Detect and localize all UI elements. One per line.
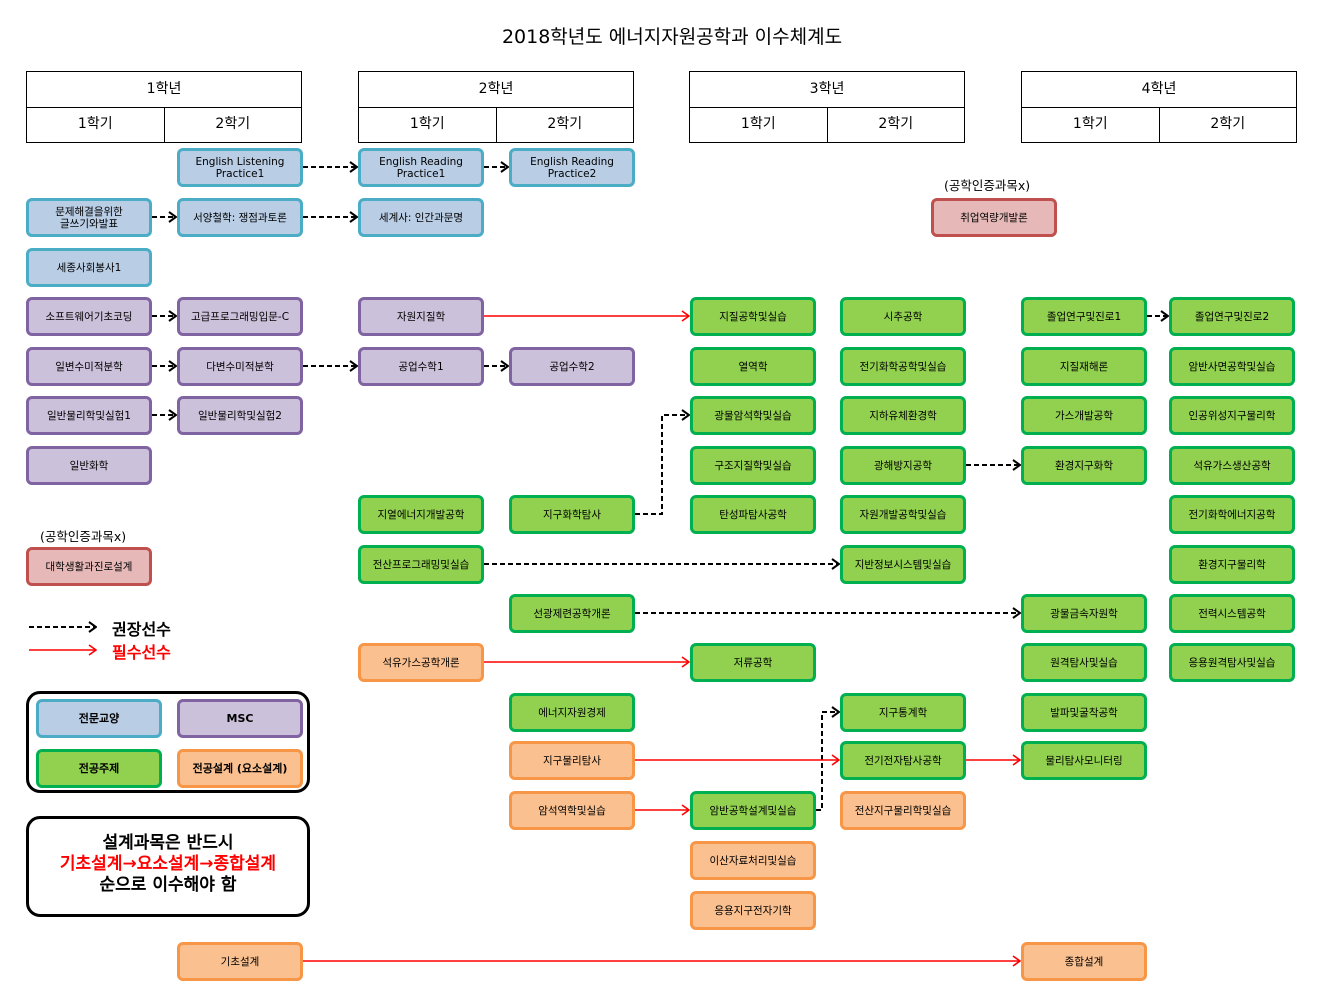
course-box: 기초설계 (177, 942, 303, 981)
course-box: 시추공학 (840, 297, 966, 336)
course-box: 물리탐사모니터링 (1021, 741, 1147, 780)
course-box: 전산프로그래밍및실습 (358, 545, 484, 584)
course-box: 광물금속자원학 (1021, 594, 1147, 633)
course-box: 지구물리탐사 (509, 741, 635, 780)
course-box: 저류공학 (690, 643, 816, 682)
year-label: 4학년 (1022, 72, 1296, 108)
semester-label: 2학기 (215, 116, 251, 132)
year-label: 3학년 (690, 72, 964, 108)
course-box: 광해방지공학 (840, 446, 966, 485)
year-label: 1학년 (27, 72, 301, 108)
course-box: 응용원격탐사및실습 (1169, 643, 1295, 682)
course-box: 전기화학에너지공학 (1169, 495, 1295, 534)
course-box: 암석역학및실습 (509, 791, 635, 830)
design-rule-note: 설계과목은 반드시 기초설계→요소설계→종합설계 순으로 이수해야 함 (26, 816, 310, 917)
course-box: 인공위성지구물리학 (1169, 396, 1295, 435)
year-label: 2학년 (359, 72, 633, 108)
rule-line: 순으로 이수해야 함 (99, 875, 237, 895)
non-cert-note: (공학인증과목x) (944, 178, 1031, 193)
course-box: 지질공학및실습 (690, 297, 816, 336)
course-box: 광물암석학및실습 (690, 396, 816, 435)
course-box: 전력시스템공학 (1169, 594, 1295, 633)
course-box: 서양철학: 쟁점과토론 (177, 198, 303, 237)
semester-label: 2학기 (547, 116, 583, 132)
year-header-2: 2학년 1학기 2학기 (358, 71, 634, 143)
course-box: 다변수미적분학 (177, 347, 303, 386)
course-box: 선광제련공학개론 (509, 594, 635, 633)
recommended-arrow (816, 712, 839, 811)
semester-label: 1학기 (27, 108, 165, 143)
rule-line: 설계과목은 반드시 (102, 833, 234, 853)
course-box: 탄성파탐사공학 (690, 495, 816, 534)
year-header-4: 4학년 1학기 2학기 (1021, 71, 1297, 143)
legend-required-label: 필수선수 (112, 643, 171, 662)
course-box: 환경지구화학 (1021, 446, 1147, 485)
non-cert-note: (공학인증과목x) (40, 529, 127, 544)
page-title: 2018학년도 에너지자원공학과 이수체계도 (501, 26, 843, 48)
course-box: 응용지구전자기학 (690, 891, 816, 930)
course-box: 취업역량개발론 (931, 198, 1057, 237)
semester-label: 1학기 (690, 108, 828, 143)
legend-msc: MSC (177, 699, 303, 738)
course-box: 암반사면공학및실습 (1169, 347, 1295, 386)
course-box: 전산지구물리학및실습 (840, 791, 966, 830)
course-box: 지질재해론 (1021, 347, 1147, 386)
course-box: 전기화학공학및실습 (840, 347, 966, 386)
course-box: English Listening Practice1 (177, 148, 303, 187)
course-box: English Reading Practice2 (509, 148, 635, 187)
course-box: 지열에너지개발공학 (358, 495, 484, 534)
course-box: 지구화학탐사 (509, 495, 635, 534)
semester-label: 1학기 (359, 108, 497, 143)
course-box: 세종사회봉사1 (26, 248, 152, 287)
course-box: 자원개발공학및실습 (840, 495, 966, 534)
course-box: 종합설계 (1021, 942, 1147, 981)
course-box: 전기전자탐사공학 (840, 741, 966, 780)
course-box: 원격탐사및실습 (1021, 643, 1147, 682)
semester-label: 1학기 (1022, 108, 1160, 143)
course-box: 고급프로그래밍입문-C (177, 297, 303, 336)
course-box: 졸업연구및진로1 (1021, 297, 1147, 336)
course-box: 이산자료처리및실습 (690, 841, 816, 880)
category-legend: 전문교양 MSC 전공주제 전공설계 (요소설계) (26, 691, 310, 793)
legend-major: 전공주제 (36, 749, 162, 788)
course-box: 석유가스생산공학 (1169, 446, 1295, 485)
course-box: 지구통계학 (840, 693, 966, 732)
course-box: 구조지질학및실습 (690, 446, 816, 485)
year-header-3: 3학년 1학기 2학기 (689, 71, 965, 143)
course-box: 발파및굴착공학 (1021, 693, 1147, 732)
course-box: 졸업연구및진로2 (1169, 297, 1295, 336)
course-box: English Reading Practice1 (358, 148, 484, 187)
course-box: 암반공학설계및실습 (690, 791, 816, 830)
course-box: 자원지질학 (358, 297, 484, 336)
legend-design: 전공설계 (요소설계) (177, 749, 303, 788)
course-box: 가스개발공학 (1021, 396, 1147, 435)
course-box: 일반화학 (26, 446, 152, 485)
course-box: 석유가스공학개론 (358, 643, 484, 682)
semester-label: 2학기 (1210, 116, 1246, 132)
course-box: 지하유체환경학 (840, 396, 966, 435)
course-box: 공업수학1 (358, 347, 484, 386)
year-header-1: 1학년 1학기 2학기 (26, 71, 302, 143)
course-box: 세계사: 인간과문명 (358, 198, 484, 237)
course-box: 환경지구물리학 (1169, 545, 1295, 584)
course-box: 소프트웨어기초코딩 (26, 297, 152, 336)
course-box: 대학생활과진로설계 (26, 547, 152, 586)
course-box: 일변수미적분학 (26, 347, 152, 386)
course-box: 열역학 (690, 347, 816, 386)
course-box: 일반물리학및실험2 (177, 396, 303, 435)
course-box: 일반물리학및실험1 (26, 396, 152, 435)
course-box: 문제해결을위한 글쓰기와발표 (26, 198, 152, 237)
recommended-arrow (635, 415, 689, 515)
semester-label: 2학기 (878, 116, 914, 132)
course-box: 에너지자원경제 (509, 693, 635, 732)
course-box: 공업수학2 (509, 347, 635, 386)
rule-line: 기초설계→요소설계→종합설계 (59, 854, 277, 874)
legend-liberal: 전문교양 (36, 699, 162, 738)
course-box: 지반정보시스템및실습 (840, 545, 966, 584)
legend-recommended-label: 권장선수 (112, 620, 171, 639)
